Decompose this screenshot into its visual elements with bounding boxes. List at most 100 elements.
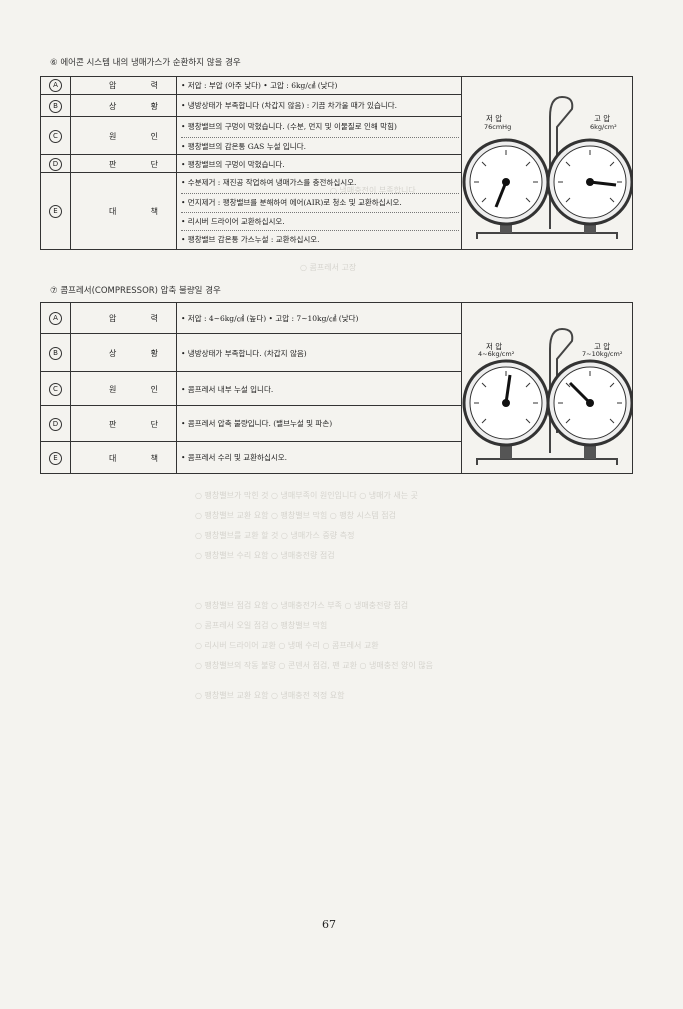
bleed-through-text: ○ 팽창밸브가 막힌 것 ○ 냉매부족이 원인입니다 ○ 냉매가 새는 곳: [195, 491, 419, 500]
desc-line: • 저압 : 4~6kg/㎠ (높다) • 고압 : 7~10kg/㎠ (낮다): [181, 314, 359, 323]
desc-line: • 콤프레서 내부 누설 입니다.: [181, 385, 274, 394]
circled-letter: C: [49, 129, 62, 143]
label-char: 단: [150, 159, 158, 169]
circled-letter: E: [49, 451, 62, 465]
desc-line: • 콤프레서 압축 불량입니다. (밸브누설 및 파손): [181, 419, 333, 428]
desc-line: • 팽창밸브 감온통 가스누설 : 교환하십시오.: [181, 230, 459, 245]
gauge-high-label: 고 압: [594, 114, 611, 123]
gauge-high-unit: 6kg/cm²: [590, 123, 617, 131]
row-description: • 냉방상태가 부족합니다 (차갑지 않음) : 기끔 차가울 때가 있습니다.: [179, 95, 461, 117]
bleed-through-text: ○ 팽창밸브의 작동 불량 ○ 콘덴서 점검, 팬 교환 ○ 냉매충전 양이 많…: [195, 661, 433, 670]
label-char: 책: [150, 453, 158, 463]
desc-line: • 수분제거 : 재진공 작업하여 냉매가스를 충전하십시오.: [181, 178, 357, 187]
label-char: 대: [109, 207, 117, 216]
row-mark: D: [41, 406, 71, 442]
label-char: 원: [109, 131, 117, 141]
section2-title: ⑦ 콤프레서(COMPRESSOR) 압축 불량일 경우: [50, 286, 221, 296]
label-char: 대: [109, 453, 117, 463]
row-description: • 콤프레서 내부 누설 입니다.: [179, 372, 461, 406]
circled-letter: A: [49, 311, 62, 325]
bleed-through-text: ○ 팽창밸브 교환 요함 ○ 냉매충전 적정 요함: [195, 691, 345, 700]
label-char: 원: [109, 384, 117, 394]
gauge-high-unit: 7~10kg/cm²: [582, 350, 623, 358]
label-char: 인: [150, 131, 158, 141]
label-char: 책: [150, 207, 158, 216]
page-number: 67: [322, 918, 336, 931]
gauge-illustration: 저 압 4~6kg/cm² 고 압 7~10kg/cm²: [461, 303, 634, 473]
desc-line: • 저압 : 부압 (아주 낮다) • 고압 : 6kg/㎠ (낮다): [181, 81, 338, 90]
bleed-through-text: ○ 팽창밸브 교환 요함 ○ 팽창밸브 막힘 ○ 팽창 시스템 점검: [195, 511, 396, 520]
row-description: • 콤프레서 압축 불량입니다. (밸브누설 및 파손): [179, 406, 461, 442]
label-char: 력: [150, 313, 158, 323]
manifold-gauge-icon: [462, 95, 634, 239]
gauge-low-unit: 76cmHg: [484, 123, 512, 131]
circled-letter: A: [49, 79, 62, 92]
row-description: • 콤프레서 수리 및 교환하십시오.: [179, 442, 461, 474]
circled-letter: E: [49, 205, 62, 218]
bleed-through-text: ○ 냉매충전이 부족합니다: [330, 186, 416, 195]
label-char: 인: [150, 384, 158, 394]
label-char: 상: [109, 101, 117, 111]
row-description: • 팽창밸브의 구멍이 막혔습니다.: [179, 155, 461, 173]
bleed-through-text: ○ 리시버 드라이어 교환 ○ 냉매 수리 ○ 콤프레서 교환: [195, 641, 379, 650]
desc-line: • 냉방상태가 부족합니다 (차갑지 않음) : 기끔 차가울 때가 있습니다.: [181, 101, 398, 110]
row-description: • 수분제거 : 재진공 작업하여 냉매가스를 충전하십시오. • 먼지제거 :…: [179, 173, 461, 250]
row-mark: B: [41, 95, 71, 117]
label-char: 판: [109, 419, 117, 429]
row-description: • 저압 : 부압 (아주 낮다) • 고압 : 6kg/㎠ (낮다): [179, 77, 461, 94]
bleed-through-text: ○ 팽창밸브를 교환 할 것 ○ 냉매가스 중량 측정: [195, 531, 355, 540]
circled-letter: D: [49, 417, 62, 431]
label-char: 력: [150, 81, 158, 90]
label-char: 단: [150, 419, 158, 429]
row-mark: A: [41, 303, 71, 333]
desc-line: • 먼지제거 : 팽창밸브를 분해하여 에어(AIR)로 청소 및 교환하십시오…: [181, 193, 459, 208]
desc-line: • 팽창밸브의 구멍이 막혔습니다. (수분, 먼지 및 이물질로 인해 막힘): [181, 122, 397, 131]
gauge-illustration: 저 압 76cmHg 고 압 6kg/cm²: [461, 77, 634, 249]
bleed-through-text: ○ 콤프레서 고장: [300, 263, 357, 272]
gauge-low-label: 저 압: [486, 114, 503, 123]
label-char: 황: [150, 101, 158, 111]
bleed-through-text: ○ 팽창밸브 수리 요함 ○ 냉매충전량 점검: [195, 551, 335, 560]
manifold-gauge-icon: [462, 327, 634, 465]
row-mark: D: [41, 155, 71, 173]
row-mark: E: [41, 442, 71, 474]
label-char: 압: [109, 81, 117, 90]
desc-line: • 냉방상태가 부족합니다. (차갑지 않음): [181, 349, 307, 358]
circled-letter: B: [49, 346, 62, 360]
row-mark: C: [41, 117, 71, 155]
table-row: A 압 력 • 저압 : 부압 (아주 낮다) • 고압 : 6kg/㎠ (낮다): [41, 77, 461, 94]
bleed-through-text: ○ 콤프레서 오일 점검 ○ 팽창밸브 막힘: [195, 621, 328, 630]
row-mark: B: [41, 334, 71, 372]
gauge-low-unit: 4~6kg/cm²: [478, 350, 515, 358]
label-char: 황: [150, 348, 158, 358]
circled-letter: B: [49, 99, 62, 113]
label-char: 상: [109, 348, 117, 358]
desc-line: • 팽창밸브의 감온통 GAS 누설 입니다.: [181, 137, 459, 152]
row-description: • 저압 : 4~6kg/㎠ (높다) • 고압 : 7~10kg/㎠ (낮다): [179, 303, 461, 333]
desc-line: • 콤프레서 수리 및 교환하십시오.: [181, 453, 288, 462]
desc-line: • 리시버 드라이어 교환하십시오.: [181, 212, 459, 227]
desc-line: • 팽창밸브의 구멍이 막혔습니다.: [181, 160, 285, 169]
section1-title: ⑥ 에어콘 시스템 내의 냉매가스가 순환하지 않을 경우: [50, 58, 241, 68]
row-mark: E: [41, 173, 71, 250]
row-mark: A: [41, 77, 71, 94]
